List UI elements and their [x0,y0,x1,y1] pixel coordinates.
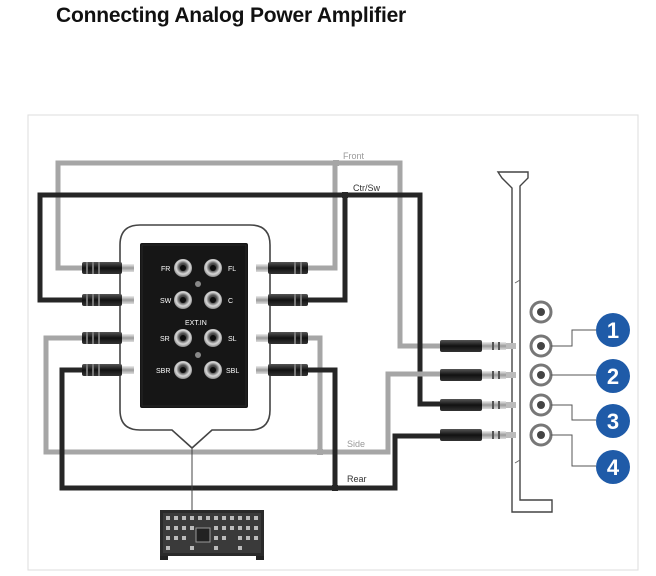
rca-plug-sw [82,294,134,306]
port-badge-3-number: 3 [607,409,619,434]
ctr-sw-junction [342,192,348,198]
rear-junction [332,485,338,491]
rca-plug-fr [82,262,134,274]
rca-plug-sr [82,332,134,344]
rca-jack-sr [174,329,192,347]
jack-label-c: C [228,298,233,305]
jack-label-fl: FL [228,266,236,273]
rca-jack-sbr [174,361,192,379]
panel-knob [195,352,201,358]
jack-label-sl: SL [228,336,237,343]
rca-jack-sbl [204,361,222,379]
port-badge-3: 3 [596,404,630,438]
cable-label-side: Side [347,439,365,449]
jack-label-sbl: SBL [226,368,239,375]
mini-plug-2 [440,369,516,381]
rca-jack-fr [174,259,192,277]
rca-jack-c [204,291,222,309]
panel-knob [195,281,201,287]
jack-label-fr: FR [161,266,170,273]
jack-label-sw: SW [160,298,172,305]
jack-label-sr: SR [160,336,170,343]
sound-card-port-4 [529,423,553,447]
diagram-frame [27,114,639,571]
rca-plug-fl [256,262,308,274]
sound-card-port-2 [529,363,553,387]
rca-jack-sw [174,291,192,309]
port-badge-2-number: 2 [607,364,619,389]
rca-plug-sbr [82,364,134,376]
rca-plug-sl [256,332,308,344]
ext-in-label: EXT.IN [185,320,207,327]
rca-plug-c [256,294,308,306]
cable-label-rear: Rear [347,474,367,484]
sound-card-port-top [529,300,553,324]
front-junction [333,160,339,166]
port-badge-1-number: 1 [607,318,619,343]
sound-card-port-1 [529,334,553,358]
port-badge-1: 1 [596,313,630,347]
page-title: Connecting Analog Power Amplifier [56,4,407,27]
sound-card-bracket [496,171,553,513]
rca-plug-sbl [256,364,308,376]
cable-label-front: Front [343,151,365,161]
jack-label-sbr: SBR [156,368,170,375]
port-badge-4-number: 4 [607,455,620,480]
rca-jack-sl [204,329,222,347]
amplifier-unit-icon [160,510,264,560]
mini-plug-4 [440,429,516,441]
sound-card-port-3 [529,393,553,417]
rca-jack-fl [204,259,222,277]
side-junction [317,449,323,455]
cable-label-ctr-sw: Ctr/Sw [353,183,381,193]
mini-plug-1 [440,340,516,352]
port-badge-4: 4 [596,450,630,484]
port-badge-2: 2 [596,359,630,393]
mini-plug-3 [440,399,516,411]
badge-callouts [551,329,596,467]
